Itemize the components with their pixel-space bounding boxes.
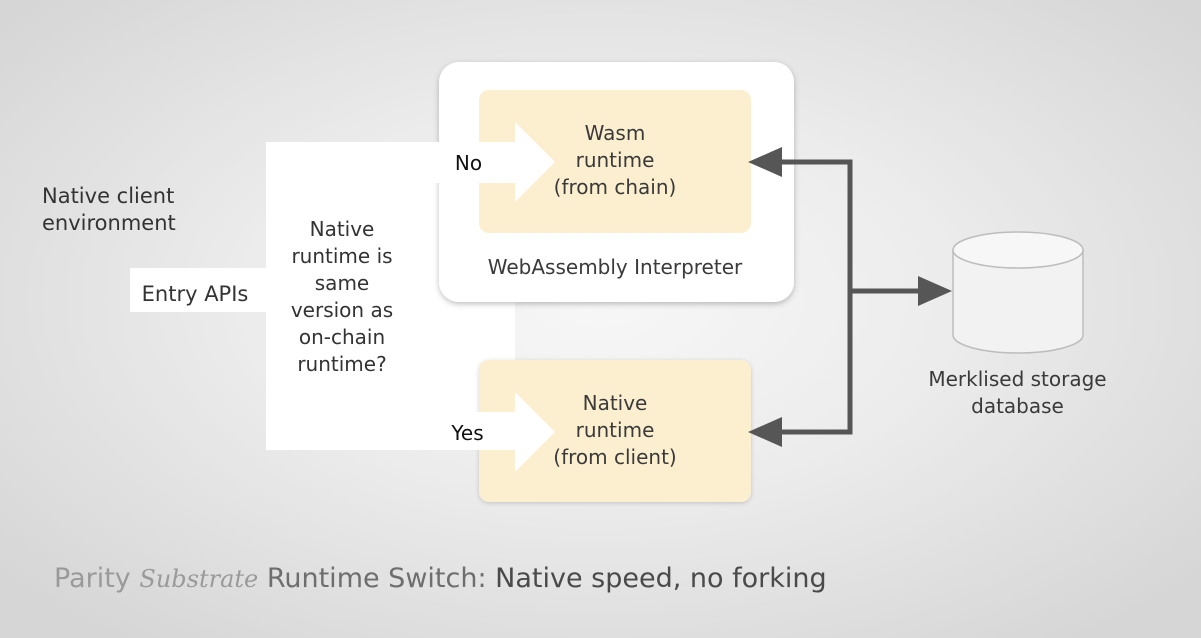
storage-line: Merklised storage	[928, 367, 1107, 391]
native-runtime-label: Native runtime (from client)	[530, 390, 700, 471]
yes-branch-label: Yes	[451, 421, 484, 445]
arrowhead-to-native	[748, 417, 782, 447]
question-line: runtime is	[291, 244, 393, 268]
storage-cylinder-icon	[952, 231, 1084, 354]
storage-database-label: Merklised storage database	[905, 366, 1130, 420]
caption-brand: Parity	[54, 563, 131, 594]
wasm-runtime-label: Wasm runtime (from chain)	[530, 120, 700, 201]
entry-apis-label: Entry APIs	[141, 282, 249, 306]
native-client-environment-shape	[130, 142, 515, 450]
no-branch-label: No	[454, 151, 483, 175]
version-question-label: Native runtime is same version as on-cha…	[270, 216, 414, 378]
webassembly-interpreter-label: WebAssembly Interpreter	[487, 255, 743, 279]
arrowhead-to-storage	[918, 276, 952, 306]
question-line: on-chain	[298, 325, 386, 349]
slide-caption: Parity Substrate Runtime Switch: Native …	[54, 559, 1054, 599]
wasm-runtime-box	[479, 90, 751, 233]
native-runtime-line: runtime	[575, 418, 655, 442]
question-line: version as	[290, 298, 394, 322]
question-line: runtime?	[297, 352, 387, 376]
native-runtime-box	[479, 360, 751, 502]
native-runtime-line: (from client)	[553, 445, 677, 469]
native-runtime-line: Native	[582, 391, 648, 415]
storage-line: database	[971, 394, 1064, 418]
wasm-runtime-line: runtime	[575, 148, 655, 172]
caption-tagline: Native speed, no forking	[495, 563, 827, 594]
no-branch-arrow	[420, 122, 555, 202]
arrowhead-to-wasm	[748, 147, 782, 177]
yes-branch-arrow	[420, 392, 555, 472]
caption-product: Substrate	[139, 565, 259, 593]
native-client-environment-label: Native client environment	[42, 183, 232, 237]
caption-subject: Runtime Switch:	[266, 563, 487, 594]
question-line: same	[314, 271, 370, 295]
question-line: Native	[309, 217, 375, 241]
storage-connector	[780, 159, 920, 435]
wasm-runtime-line: Wasm	[584, 121, 646, 145]
environment-label-line: Native client	[42, 184, 175, 208]
environment-label-line: environment	[42, 211, 176, 235]
wasm-runtime-line: (from chain)	[553, 175, 677, 199]
